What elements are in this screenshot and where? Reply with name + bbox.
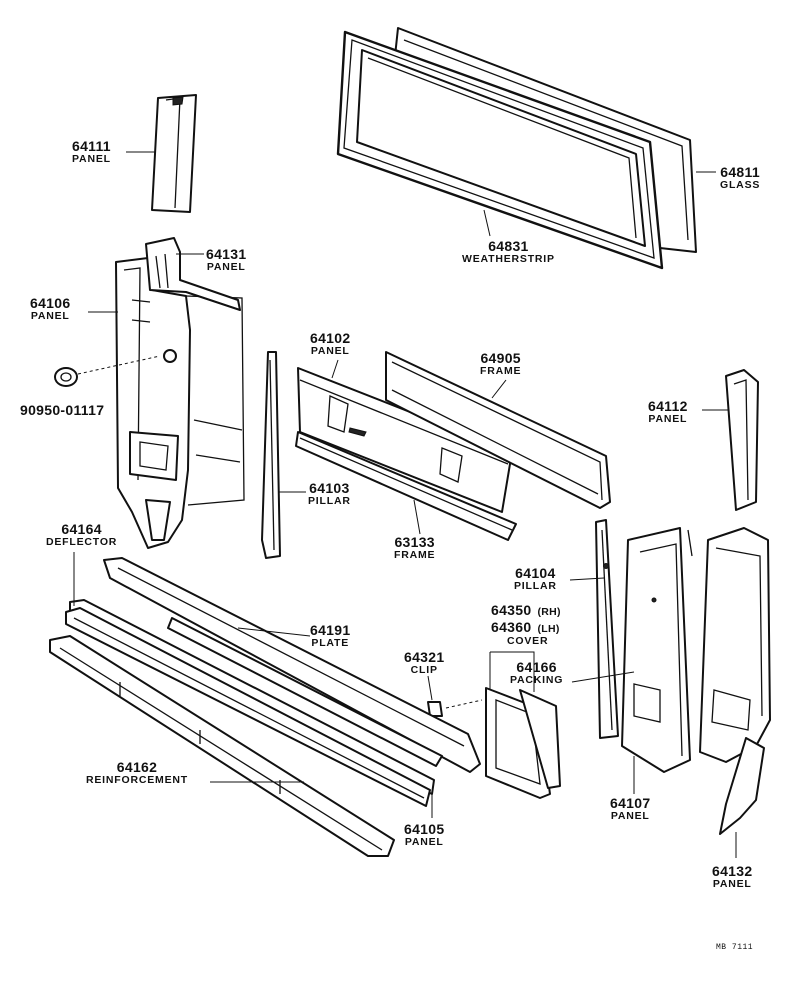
cover-and-packing bbox=[445, 687, 561, 799]
frame-63133 bbox=[295, 431, 517, 541]
pillar-64104 bbox=[595, 519, 619, 739]
reinforcement-64162 bbox=[49, 635, 395, 857]
weatherstrip-64831 bbox=[336, 30, 664, 270]
panel-64111 bbox=[151, 94, 197, 213]
label-cover-rh: 64350(RH) bbox=[491, 602, 561, 618]
panel-64106 bbox=[115, 257, 245, 549]
panel-64132 bbox=[699, 527, 771, 835]
drawing-code: MB 7111 bbox=[716, 943, 754, 952]
label-90950-01117: 90950-01117 bbox=[20, 402, 105, 418]
panel-64107 bbox=[621, 527, 693, 773]
panel-64102 bbox=[297, 367, 513, 513]
plate-64191 bbox=[103, 557, 481, 773]
grommet-90950-01117 bbox=[54, 355, 161, 387]
label-cover-lh: 64360(LH) COVER bbox=[491, 619, 560, 647]
panel-64105 bbox=[65, 607, 431, 807]
frame-64905 bbox=[385, 351, 611, 509]
pillar-64103 bbox=[261, 351, 281, 559]
clip-64321 bbox=[427, 701, 443, 717]
panel-64112 bbox=[725, 369, 759, 511]
leader-lines bbox=[73, 151, 737, 858]
panel-64131 bbox=[145, 237, 241, 311]
